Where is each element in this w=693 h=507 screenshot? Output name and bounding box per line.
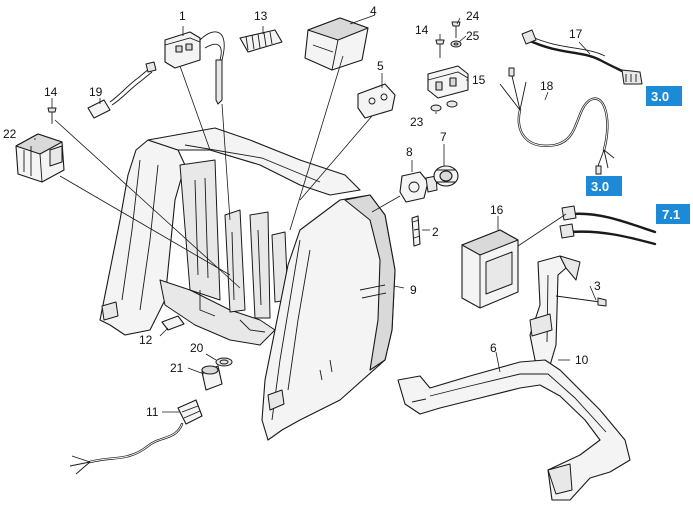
callout-5: 5 bbox=[377, 59, 384, 73]
cable-harness-part-17 bbox=[521, 29, 643, 85]
callout-10: 10 bbox=[575, 353, 589, 367]
control-unit-part-16 bbox=[461, 229, 519, 309]
housing-part-9 bbox=[99, 127, 396, 441]
transformer-part-4 bbox=[304, 17, 369, 71]
callout-13: 13 bbox=[254, 9, 268, 23]
reference-box-3-0-bottom[interactable]: 3.0 bbox=[586, 176, 622, 196]
bracket-part-5 bbox=[357, 83, 396, 119]
reference-box-3-0-top[interactable]: 3.0 bbox=[646, 86, 682, 106]
callout-17: 17 bbox=[569, 27, 583, 41]
terminal-block-part-15 bbox=[427, 65, 469, 99]
callout-18: 18 bbox=[540, 79, 554, 93]
frame-part-6 bbox=[397, 359, 631, 501]
terminal-strip-part-13 bbox=[239, 29, 283, 53]
bracket-part-10 bbox=[529, 255, 581, 373]
callout-numbers: 1 2 3 4 5 6 7 8 9 10 11 12 13 14 14 15 1… bbox=[3, 4, 601, 419]
pressure-switch-part-1 bbox=[164, 31, 225, 105]
clip-part-12 bbox=[161, 315, 185, 331]
callout-3: 3 bbox=[594, 279, 601, 293]
callout-7: 7 bbox=[440, 130, 447, 144]
reference-label-3-0-bottom: 3.0 bbox=[591, 179, 609, 194]
cap-part-7 bbox=[433, 165, 459, 187]
connector-cable-part-19 bbox=[87, 61, 157, 119]
callout-12: 12 bbox=[139, 333, 153, 347]
o-ring-part-20 bbox=[215, 357, 233, 367]
callout-15: 15 bbox=[472, 73, 486, 87]
contactor-part-22 bbox=[15, 133, 65, 183]
screw-part-24 bbox=[451, 21, 461, 38]
callout-8: 8 bbox=[406, 145, 413, 159]
callout-14-right: 14 bbox=[415, 23, 429, 37]
reference-label-3-0-top: 3.0 bbox=[651, 89, 669, 104]
screw-part-3 bbox=[555, 295, 607, 307]
callout-6: 6 bbox=[490, 341, 497, 355]
callout-20: 20 bbox=[190, 341, 204, 355]
flow-switch-part-8 bbox=[399, 171, 438, 203]
washer-part-23 bbox=[430, 100, 458, 112]
callout-4: 4 bbox=[370, 4, 377, 18]
callout-16: 16 bbox=[490, 203, 504, 217]
callout-1: 1 bbox=[179, 9, 186, 23]
screw-part-14-left bbox=[47, 107, 57, 124]
clip-part-2 bbox=[411, 215, 421, 247]
callout-25: 25 bbox=[466, 29, 480, 43]
power-cable-part-11 bbox=[69, 399, 203, 475]
washer-part-25 bbox=[450, 40, 462, 48]
screw-part-14-right bbox=[435, 39, 445, 58]
reference-label-7-1: 7.1 bbox=[662, 207, 680, 222]
callout-2: 2 bbox=[432, 225, 439, 239]
callout-9: 9 bbox=[410, 283, 417, 297]
callout-22: 22 bbox=[3, 127, 17, 141]
cable-to-7-1 bbox=[517, 205, 657, 247]
callout-14-left: 14 bbox=[44, 85, 58, 99]
reference-box-7-1[interactable]: 7.1 bbox=[656, 204, 690, 224]
callout-23: 23 bbox=[410, 115, 424, 129]
callout-21: 21 bbox=[170, 361, 184, 375]
grommet-part-21 bbox=[201, 365, 223, 391]
callout-24: 24 bbox=[466, 9, 480, 23]
cable-part-18 bbox=[499, 67, 615, 175]
callout-11: 11 bbox=[146, 405, 159, 419]
leader-lines bbox=[34, 14, 597, 413]
callout-19: 19 bbox=[89, 85, 103, 99]
